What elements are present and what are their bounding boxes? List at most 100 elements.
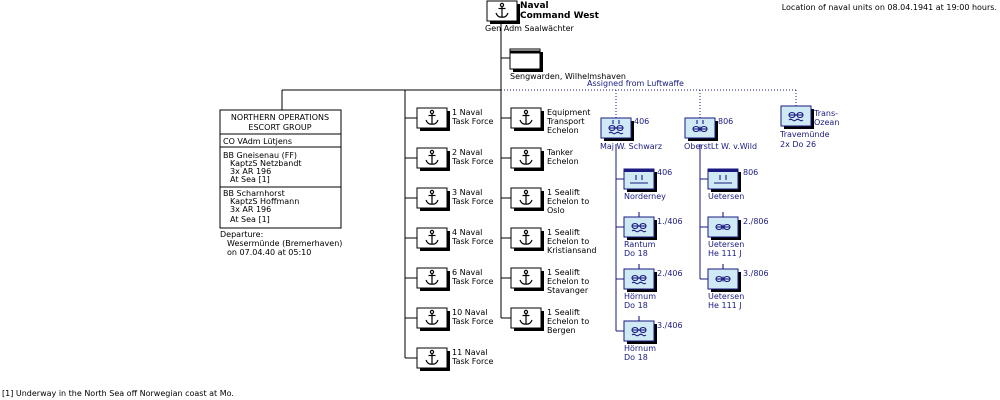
echelon-line3: Kristiansand [547,246,596,255]
command-commander: Gen Adm Saalwächter [485,24,575,33]
squadron-unit: 2./806 Uetersen He 111 J [707,212,769,258]
transocean-location: Travemünde [779,130,830,139]
squadron-location: Uetersen [708,292,744,301]
squadron-number: 3./806 [743,269,769,278]
task-force-name: 3 Naval [452,188,482,197]
task-force-type: Task Force [451,157,494,166]
squadron-location: Hörnum [624,292,656,301]
air-group-806: 806 OberstLt W. v.Wild 806 Uetersen 2./8… [684,117,769,310]
air-hq-number: 406 [657,168,672,177]
ship2-aircraft: 3x AR 196 [230,205,271,214]
echelon-list: Equipment Transport Echelon Tanker Echel… [501,107,596,335]
squadron-aircraft: He 111 J [708,301,742,310]
echelon-line1: Equipment [547,108,590,117]
air-group-number: 406 [634,117,649,126]
task-force-unit: 1 Naval Task Force [405,107,494,131]
air-hq-location: Norderney [624,192,666,201]
echelon-line1: 1 Sealift [547,268,580,277]
echelon-unit: 1 Sealift Echelon to Stavanger [501,267,589,295]
squadron-location: Uetersen [708,240,744,249]
echelon-line1: 1 Sealift [547,308,580,317]
echelon-line1: 1 Sealift [547,228,580,237]
task-force-unit: 6 Naval Task Force [405,267,494,291]
task-force-unit: 10 Naval Task Force [405,307,494,331]
ship1-status: At Sea [1] [230,175,270,184]
location-note: Location of naval units on 08.04.1941 at… [782,3,997,12]
squadron-number: 2./806 [743,217,769,226]
task-force-type: Task Force [451,277,494,286]
squadron-unit: 3./406 Hörnum Do 18 [623,316,683,362]
naval-command-west-unit: Naval Command West Gen Adm Saalwächter [485,0,600,33]
squadron-unit: 3./806 Uetersen He 111 J [707,264,769,310]
escort-commander: CO VAdm Lütjens [223,137,292,146]
air-group-number: 806 [718,117,733,126]
squadron-number: 2./406 [657,269,683,278]
ship2-status: At Sea [1] [230,215,270,224]
echelon-unit: Tanker Echelon [501,147,579,171]
echelon-line3: Echelon [547,126,579,135]
transocean-unit: Trans- Ozean Travemünde 2x Do 26 [779,105,839,149]
squadron-location: Rantum [624,240,656,249]
echelon-line2: Echelon [547,157,579,166]
task-force-type: Task Force [451,317,494,326]
task-force-type: Task Force [451,197,494,206]
echelon-unit: Equipment Transport Echelon [501,107,590,135]
squadron-number: 3./406 [657,321,683,330]
echelon-unit: 1 Sealift Echelon to Oslo [501,187,589,215]
connector-lines [281,20,797,358]
command-title-line1: Naval [520,1,549,11]
hq-unit: Sengwarden, Wilhelmshaven [509,48,626,81]
echelon-line3: Bergen [547,326,576,335]
transocean-line2: Ozean [814,118,839,127]
squadron-aircraft: Do 18 [624,301,648,310]
task-force-list: 1 Naval Task Force 2 Naval Task Force 3 … [405,107,494,371]
squadron-unit: 2./406 Hörnum Do 18 [623,264,683,310]
departure-label: Departure: [220,230,263,239]
echelon-line3: Oslo [547,206,565,215]
air-group-commander: Maj W. Schwarz [600,142,662,151]
departure-place: Wesermünde (Bremerhaven) [227,239,342,248]
task-force-name: 2 Naval [452,148,482,157]
task-force-unit: 3 Naval Task Force [405,187,494,211]
squadron-unit: 1./406 Rantum Do 18 [623,212,683,258]
echelon-line2: Transport [546,117,585,126]
squadron-number: 1./406 [657,217,683,226]
escort-title-line1: NORTHERN OPERATIONS [231,113,329,122]
hq-label: Sengwarden, Wilhelmshaven [510,72,626,81]
task-force-name: 1 Naval [452,108,482,117]
squadron-aircraft: He 111 J [708,249,742,258]
escort-title-line2: ESCORT GROUP [248,123,311,132]
echelon-line1: Tanker [546,148,574,157]
departure-time: on 07.04.40 at 05:10 [227,248,311,257]
air-group-commander: OberstLt W. v.Wild [684,142,757,151]
escort-group-panel: NORTHERN OPERATIONS ESCORT GROUP CO VAdm… [219,109,342,257]
air-group-406: 406 Maj W. Schwarz 406 Norderney 1./406 … [600,117,683,362]
task-force-unit: 2 Naval Task Force [405,147,494,171]
squadron-location: Hörnum [624,344,656,353]
transocean-line1: Trans- [813,109,838,118]
task-force-type: Task Force [451,117,494,126]
echelon-line2: Echelon to [547,197,589,206]
echelon-line2: Echelon to [547,277,589,286]
air-hq-location: Uetersen [708,192,744,201]
echelon-unit: 1 Sealift Echelon to Kristiansand [501,227,596,255]
squadron-aircraft: Do 18 [624,249,648,258]
ship1-aircraft: 3x AR 196 [230,167,271,176]
ship2-captain: KaptzS Hoffmann [230,197,299,206]
task-force-unit: 11 Naval Task Force [405,347,494,371]
ship1-name: BB Gneisenau (FF) [223,151,297,160]
task-force-unit: 4 Naval Task Force [405,227,494,251]
command-title-line2: Command West [520,11,600,21]
echelon-line3: Stavanger [547,286,589,295]
luftwaffe-label: Assigned from Luftwaffe [587,79,684,88]
task-force-name: 4 Naval [452,228,482,237]
task-force-type: Task Force [451,357,494,366]
echelon-line1: 1 Sealift [547,188,580,197]
echelon-line2: Echelon to [547,237,589,246]
air-hq-number: 806 [743,168,758,177]
echelon-line2: Echelon to [547,317,589,326]
task-force-name: 10 Naval [452,308,487,317]
footnote: [1] Underway in the North Sea off Norweg… [2,389,234,398]
task-force-type: Task Force [451,237,494,246]
